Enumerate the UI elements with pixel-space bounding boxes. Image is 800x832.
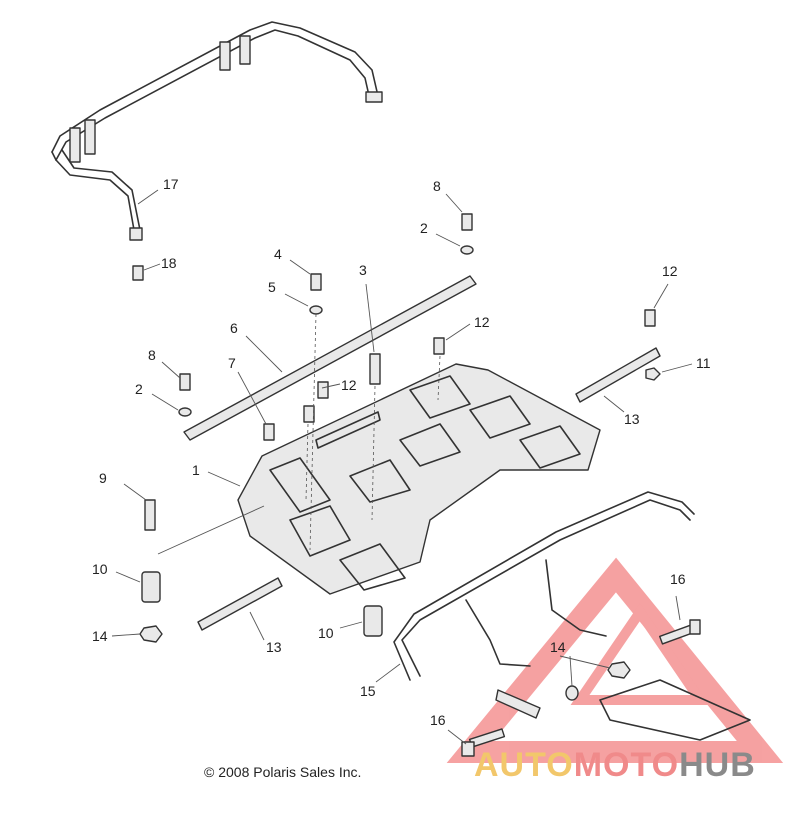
- callout-17: 17: [163, 176, 179, 192]
- copyright-notice: © 2008 Polaris Sales Inc.: [204, 764, 362, 780]
- watermark-hub: HUB: [679, 746, 756, 784]
- washer-14: [565, 685, 579, 701]
- callout-10: 10: [318, 625, 334, 641]
- callout-14: 14: [550, 639, 566, 655]
- callout-4: 4: [274, 246, 282, 262]
- bolt-16-right: [659, 619, 701, 645]
- callout-12: 12: [662, 263, 678, 279]
- rack-bar-upper: [51, 21, 383, 241]
- callout-15: 15: [360, 683, 376, 699]
- watermark-moto: MOTO: [573, 746, 680, 784]
- frame-sketch: [599, 679, 751, 741]
- callout-6: 6: [230, 320, 238, 336]
- callout-5: 5: [268, 279, 276, 295]
- callout-18: 18: [161, 255, 177, 271]
- bolt-16-lower: [461, 728, 506, 757]
- callout-12: 12: [341, 377, 357, 393]
- callout-13: 13: [624, 411, 640, 427]
- callout-8: 8: [148, 347, 156, 363]
- callout-7: 7: [228, 355, 236, 371]
- callout-2: 2: [135, 381, 143, 397]
- assembly-lines: [305, 313, 441, 551]
- watermark-logo: [446, 557, 784, 763]
- callout-14: 14: [92, 628, 108, 644]
- leader-lines: [111, 189, 693, 745]
- rack-bar-lower: [393, 491, 695, 719]
- callout-12: 12: [474, 314, 490, 330]
- bolt-18: [132, 265, 144, 281]
- callout-2: 2: [420, 220, 428, 236]
- callout-13: 13: [266, 639, 282, 655]
- watermark-text: AUTOMOTOHUB: [474, 746, 756, 785]
- callout-11: 11: [696, 355, 711, 371]
- bracket-13-lower: [197, 577, 283, 631]
- callout-10: 10: [92, 561, 108, 577]
- callout-16: 16: [430, 712, 446, 728]
- callout-9: 9: [99, 470, 107, 486]
- spacer-10-right: [363, 605, 383, 637]
- callout-16: 16: [670, 571, 686, 587]
- callout-3: 3: [359, 262, 367, 278]
- callout-8: 8: [433, 178, 441, 194]
- nut-14-left: [139, 625, 163, 643]
- cargo-rack-plate: [237, 363, 601, 595]
- spacer-10-left: [141, 571, 161, 603]
- trim-strip-6: [183, 275, 477, 441]
- bracket-13-upper: [575, 347, 661, 403]
- nut-14-right: [607, 661, 631, 679]
- watermark-auto: AUTO: [474, 746, 574, 784]
- callout-1: 1: [192, 462, 200, 478]
